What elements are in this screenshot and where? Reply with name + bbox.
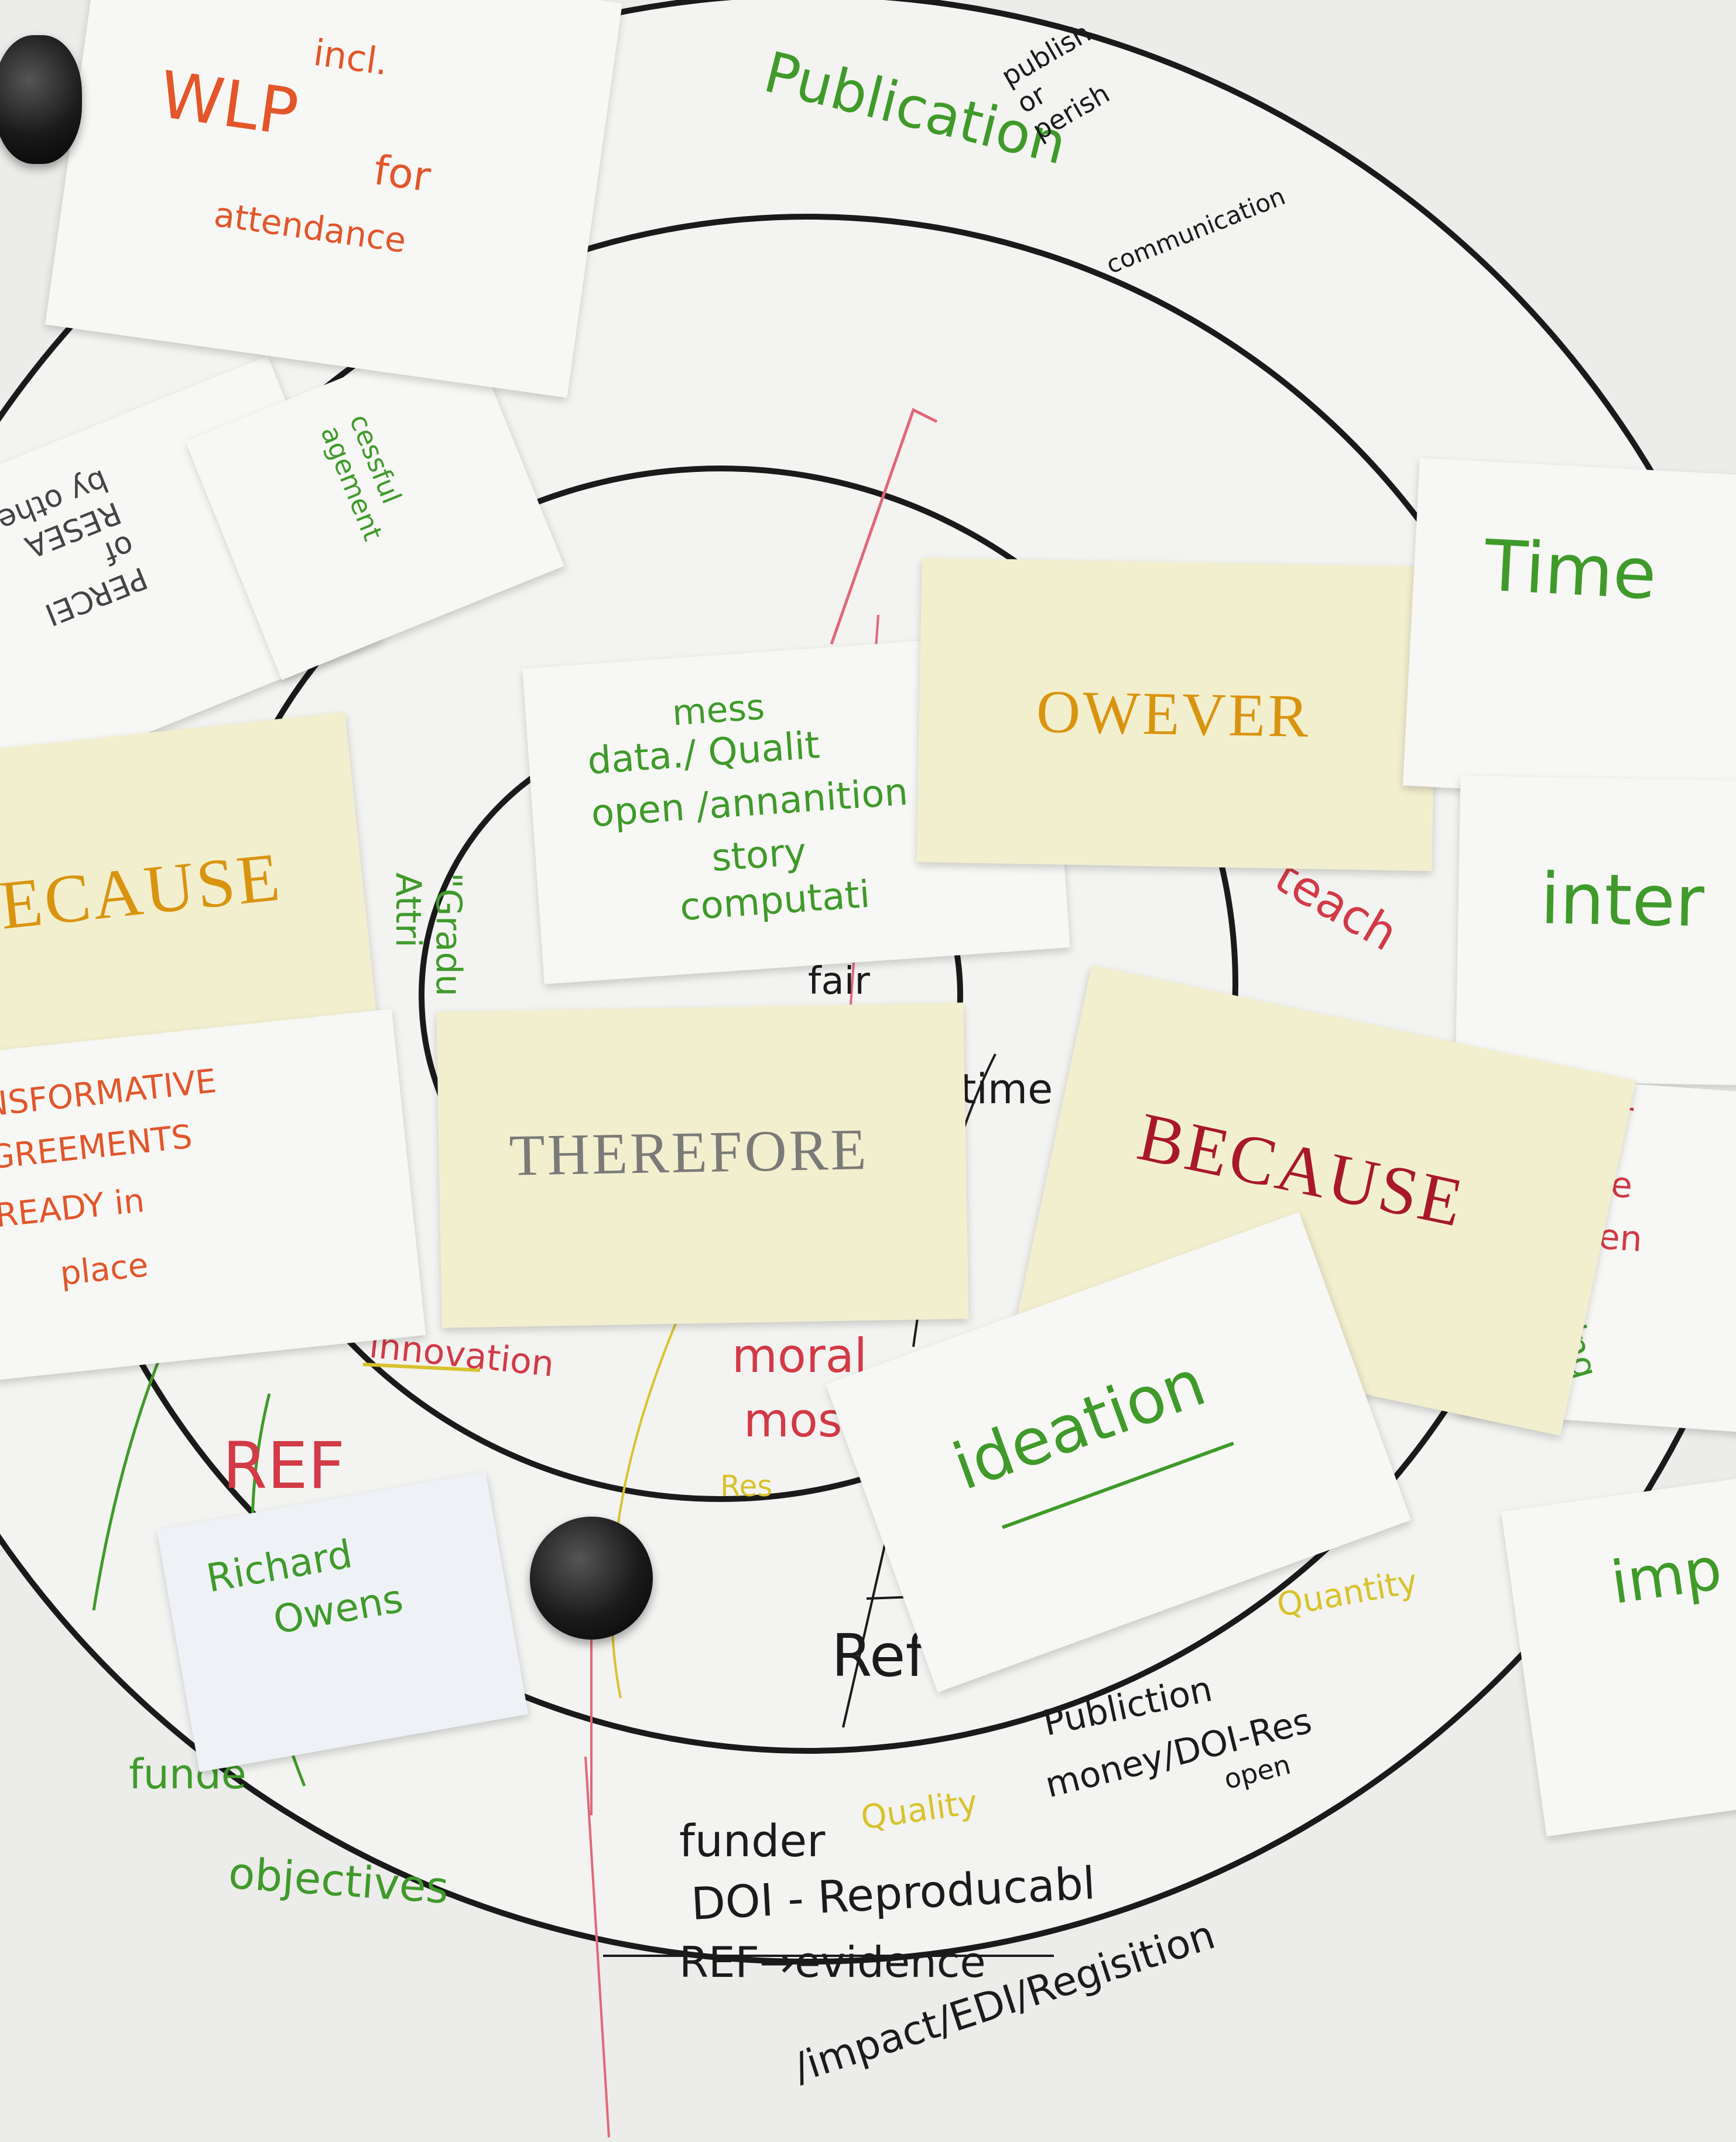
therefore-card: THEREFORE <box>436 1002 969 1328</box>
because-left-label: ECAUSE <box>0 838 286 944</box>
data-card-line5: computati <box>678 872 872 930</box>
ref-evidence-text: REF→evidence <box>679 1938 986 1987</box>
res-text: Res <box>720 1469 773 1503</box>
wlp-incl-text: incl. <box>311 30 391 84</box>
transformative-line4: place <box>58 1245 150 1294</box>
transformative-line3: READY in <box>0 1181 146 1236</box>
inter-card-label: inter <box>1539 858 1705 943</box>
funder-text: funder <box>679 1815 826 1867</box>
game-piece-top-left <box>0 35 82 164</box>
ref-right-text: Ref <box>831 1621 926 1690</box>
wlp-text: WLP <box>155 57 303 150</box>
moral-text: moral <box>732 1329 868 1383</box>
wlp-attendance-text: attendance <box>211 194 409 261</box>
transformative-line1: NSFORMATIVE <box>0 1062 218 1125</box>
game-piece-center <box>530 1517 653 1640</box>
therefore-label: THEREFORE <box>508 1117 869 1188</box>
graduate-attributes-text: "Gradu Attri <box>388 872 469 997</box>
data-card-line2: data./ Qualit <box>586 724 821 783</box>
time-card-label: Time <box>1482 525 1659 616</box>
however-card: OWEVER <box>916 557 1437 871</box>
inter-card: inter <box>1455 775 1736 1087</box>
ideation-label: ideation <box>943 1344 1215 1505</box>
time-card: Time <box>1402 458 1736 807</box>
fair-text: fair <box>808 960 870 1003</box>
wlp-for-text: for <box>371 146 434 201</box>
data-card-line4: story <box>710 830 808 881</box>
ref-center-text: REF <box>222 1428 345 1503</box>
transformative-line2: GREEMENTS <box>0 1117 194 1177</box>
perceived-text: PERCEI of RESEA by others <box>0 462 152 632</box>
successful-text: cessful agement <box>314 409 408 545</box>
data-card-line3: open /annanition <box>590 770 910 836</box>
however-label: OWEVER <box>1036 677 1312 750</box>
time-board-text: time <box>960 1065 1053 1113</box>
transformative-card: NSFORMATIVE GREEMENTS READY in place <box>0 1008 426 1381</box>
data-card-line1: mess <box>670 686 766 734</box>
impa-card-label: imp <box>1607 1534 1726 1618</box>
